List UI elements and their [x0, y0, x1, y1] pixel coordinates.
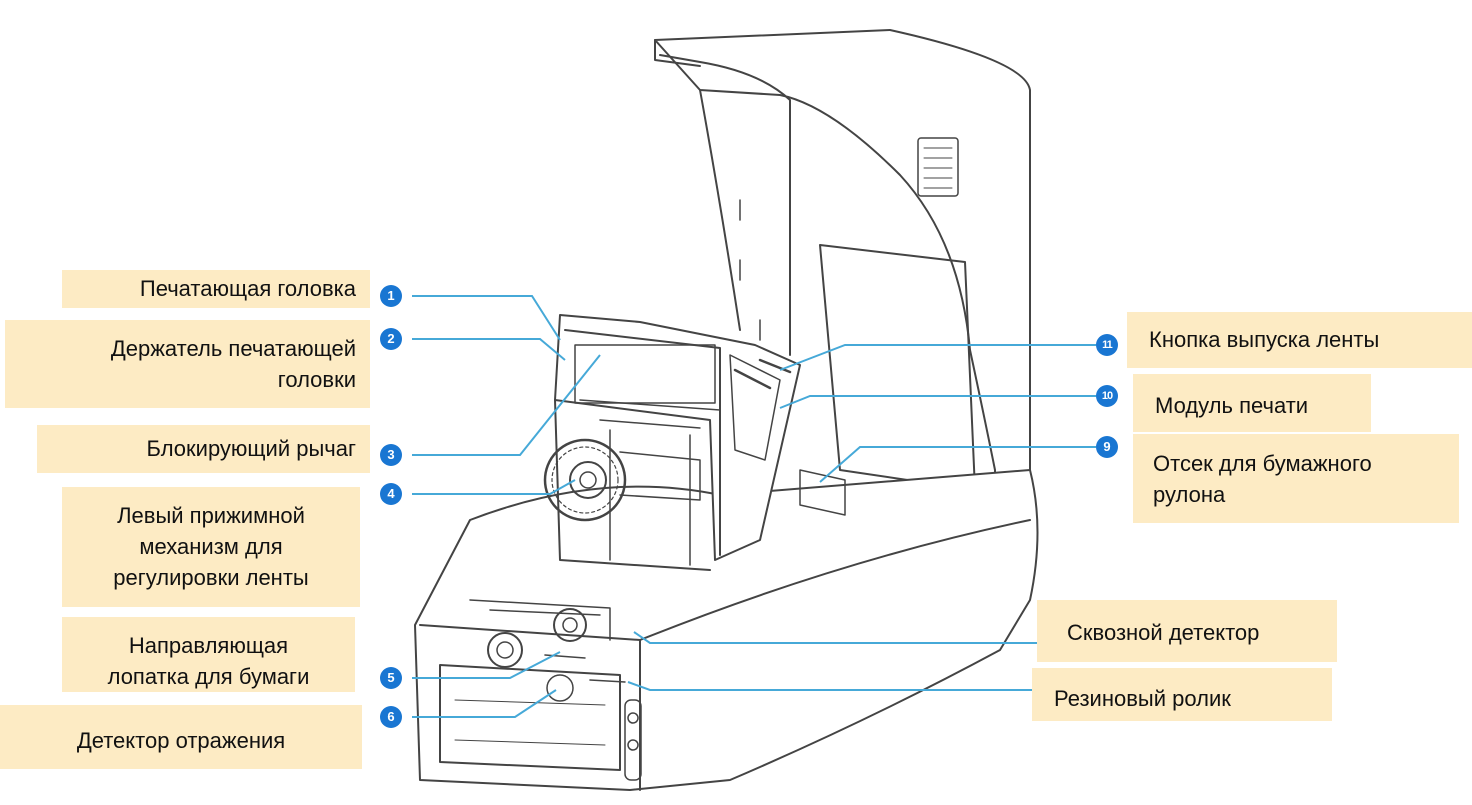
label-text: Направляющая	[128, 633, 289, 658]
label-text: Печатающая головка	[139, 276, 356, 301]
marker-9: 9	[1096, 436, 1118, 458]
marker-1: 1	[380, 285, 402, 307]
label-paper-roll-compartment: Отсек для бумажного рулона	[1133, 434, 1459, 523]
leader-line-3	[412, 354, 601, 456]
label-text: регулировки ленты	[113, 565, 309, 590]
label-text: Отсек для бумажного	[1153, 451, 1372, 476]
label-print-head-holder: Держатель печатающей головки	[5, 320, 370, 408]
label-text: Левый прижимной	[117, 503, 305, 528]
label-locking-lever: Блокирующий рычаг	[37, 425, 370, 473]
leader-line-7	[627, 681, 1096, 691]
label-text: головки	[277, 367, 356, 392]
label-text: лопатка для бумаги	[107, 664, 310, 689]
marker-3: 3	[380, 444, 402, 466]
leader-line-5	[412, 651, 561, 679]
printer-drawing	[414, 29, 1039, 791]
marker-10: 10	[1096, 385, 1118, 407]
label-text: Кнопка выпуска ленты	[1149, 327, 1380, 352]
marker-4: 4	[380, 483, 402, 505]
label-text: Сквозной детектор	[1067, 620, 1260, 645]
leader-line-1	[412, 295, 561, 341]
leader-line-8	[633, 631, 1096, 644]
label-text: Резиновый ролик	[1054, 686, 1231, 711]
leader-line-10	[779, 395, 1096, 409]
label-print-head: Печатающая головка	[62, 270, 370, 308]
leader-line-11	[779, 344, 1096, 371]
label-ribbon-release-button: Кнопка выпуска ленты	[1127, 312, 1472, 368]
label-rubber-roller: Резиновый ролик	[1032, 668, 1332, 721]
label-ribbon-adjustment-mechanism: Левый прижимной механизм для регулировки…	[62, 487, 360, 607]
marker-11: 11	[1096, 334, 1118, 356]
marker-2: 2	[380, 328, 402, 350]
leader-line-6	[412, 689, 557, 718]
marker-6: 6	[380, 706, 402, 728]
label-text: рулона	[1153, 482, 1226, 507]
label-reflection-detector: Детектор отражения	[0, 705, 362, 769]
label-paper-guide: Направляющая лопатка для бумаги	[62, 617, 355, 692]
label-text: Держатель печатающей	[110, 336, 356, 361]
label-text: Детектор отражения	[76, 728, 286, 753]
marker-5: 5	[380, 667, 402, 689]
leader-line-9	[819, 446, 1096, 483]
label-text: Блокирующий рычаг	[146, 436, 356, 461]
label-through-detector: Сквозной детектор	[1037, 600, 1337, 662]
label-print-module: Модуль печати	[1133, 374, 1371, 432]
label-text: Модуль печати	[1155, 393, 1309, 418]
leader-line-2	[412, 338, 566, 361]
leader-lines	[412, 295, 1096, 718]
leader-line-4	[412, 479, 576, 495]
label-text: механизм для	[139, 534, 283, 559]
